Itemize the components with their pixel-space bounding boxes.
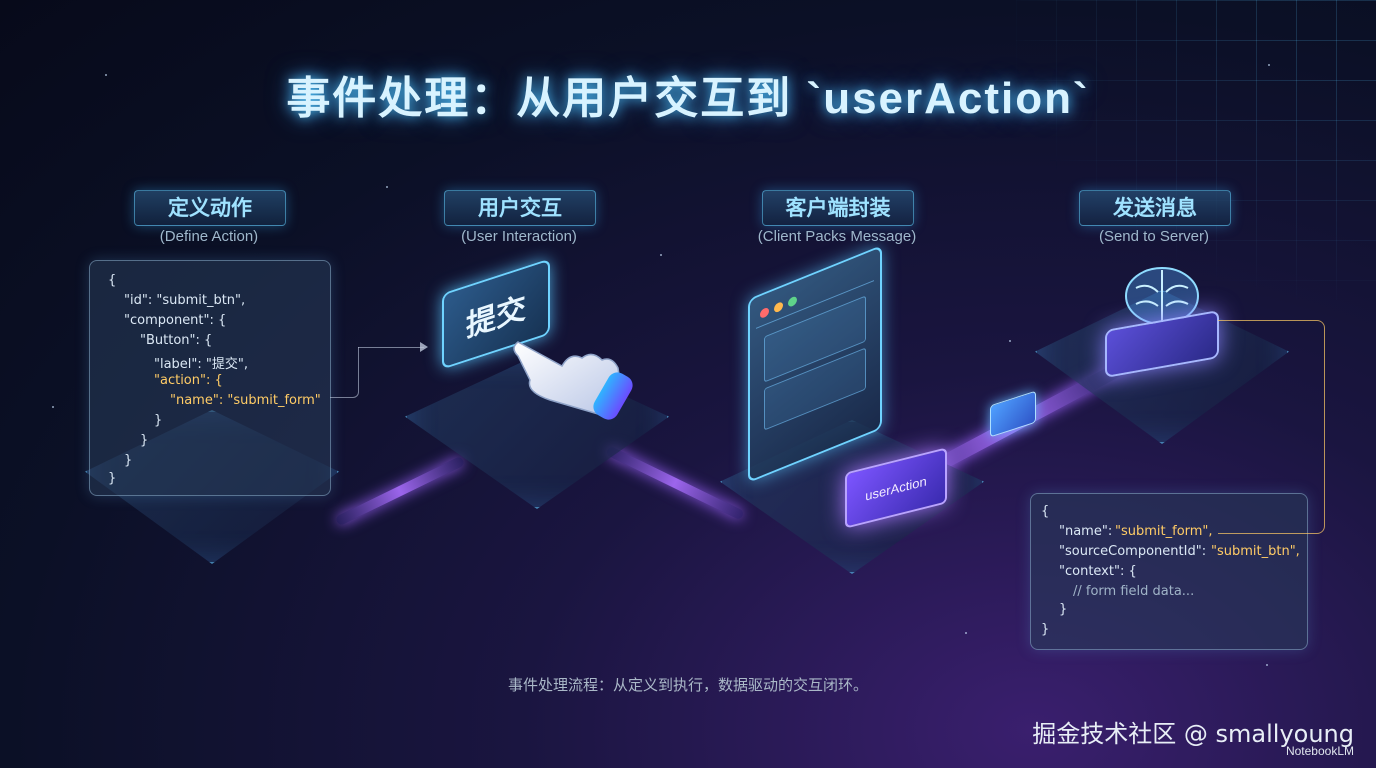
step-subtitle-send: (Send to Server) bbox=[1098, 228, 1210, 245]
connector-line bbox=[358, 347, 424, 348]
connector-line bbox=[1218, 320, 1325, 534]
star bbox=[965, 632, 967, 634]
step-badge-interact: 用户交互 bbox=[444, 190, 596, 226]
step-subtitle-interact: (User Interaction) bbox=[461, 228, 577, 245]
notebooklm-credit: NotebookLM bbox=[1285, 744, 1354, 758]
watermark: 掘金技术社区 @ smallyoung bbox=[1032, 720, 1354, 748]
step-badge-define: 定义动作 bbox=[134, 190, 286, 226]
step-subtitle-define: (Define Action) bbox=[159, 228, 259, 245]
code-line-action: "action": { bbox=[154, 373, 223, 388]
page-title: 事件处理：从用户交互到 `userAction` bbox=[286, 74, 1090, 123]
star bbox=[1009, 340, 1011, 342]
code-comment: // form field data... bbox=[1073, 584, 1195, 599]
arrow-head-icon bbox=[420, 342, 428, 352]
star bbox=[105, 74, 107, 76]
star bbox=[52, 406, 54, 408]
code-value-highlight: "submit_form", bbox=[1115, 524, 1213, 539]
code-line: } bbox=[1041, 622, 1050, 637]
star bbox=[1268, 64, 1270, 66]
code-line: } bbox=[108, 471, 117, 486]
step-subtitle-pack: (Client Packs Message) bbox=[757, 228, 917, 245]
grid-background bbox=[1016, 0, 1376, 300]
connector-line bbox=[330, 347, 359, 398]
code-line: } bbox=[1059, 602, 1068, 617]
code-line: } bbox=[154, 413, 163, 428]
user-action-message-code: { "name": "submit_form", "sourceComponen… bbox=[1030, 493, 1308, 650]
star bbox=[660, 254, 662, 256]
code-line: { bbox=[1041, 504, 1050, 519]
code-line: } bbox=[124, 453, 133, 468]
step-badge-send: 发送消息 bbox=[1079, 190, 1231, 226]
caption: 事件处理流程：从定义到执行，数据驱动的交互闭环。 bbox=[507, 676, 868, 694]
code-line: "Button": { bbox=[140, 333, 213, 348]
code-value-highlight: "submit_btn", bbox=[1211, 544, 1300, 559]
star bbox=[1266, 664, 1268, 666]
code-line: "id": "submit_btn", bbox=[124, 293, 246, 308]
code-line: } bbox=[140, 433, 149, 448]
code-line: "label": "提交", bbox=[154, 357, 249, 372]
code-line: { bbox=[108, 273, 117, 288]
code-line: "sourceComponentId": bbox=[1059, 544, 1211, 559]
step-badge-pack: 客户端封装 bbox=[762, 190, 914, 226]
window-dot-icon bbox=[788, 295, 797, 308]
pointing-hand-icon bbox=[513, 341, 633, 420]
action-definition-code: { "id": "submit_btn", "component": { "Bu… bbox=[89, 260, 331, 496]
window-dot-icon bbox=[774, 300, 783, 314]
flow-beam bbox=[334, 455, 466, 527]
code-line-action-name: "name": "submit_form" bbox=[170, 393, 321, 408]
code-line: "name": bbox=[1059, 524, 1117, 539]
code-line: "component": { bbox=[124, 313, 227, 328]
star bbox=[386, 186, 388, 188]
code-line: "context": { bbox=[1059, 564, 1137, 579]
window-dot-icon bbox=[760, 306, 769, 320]
